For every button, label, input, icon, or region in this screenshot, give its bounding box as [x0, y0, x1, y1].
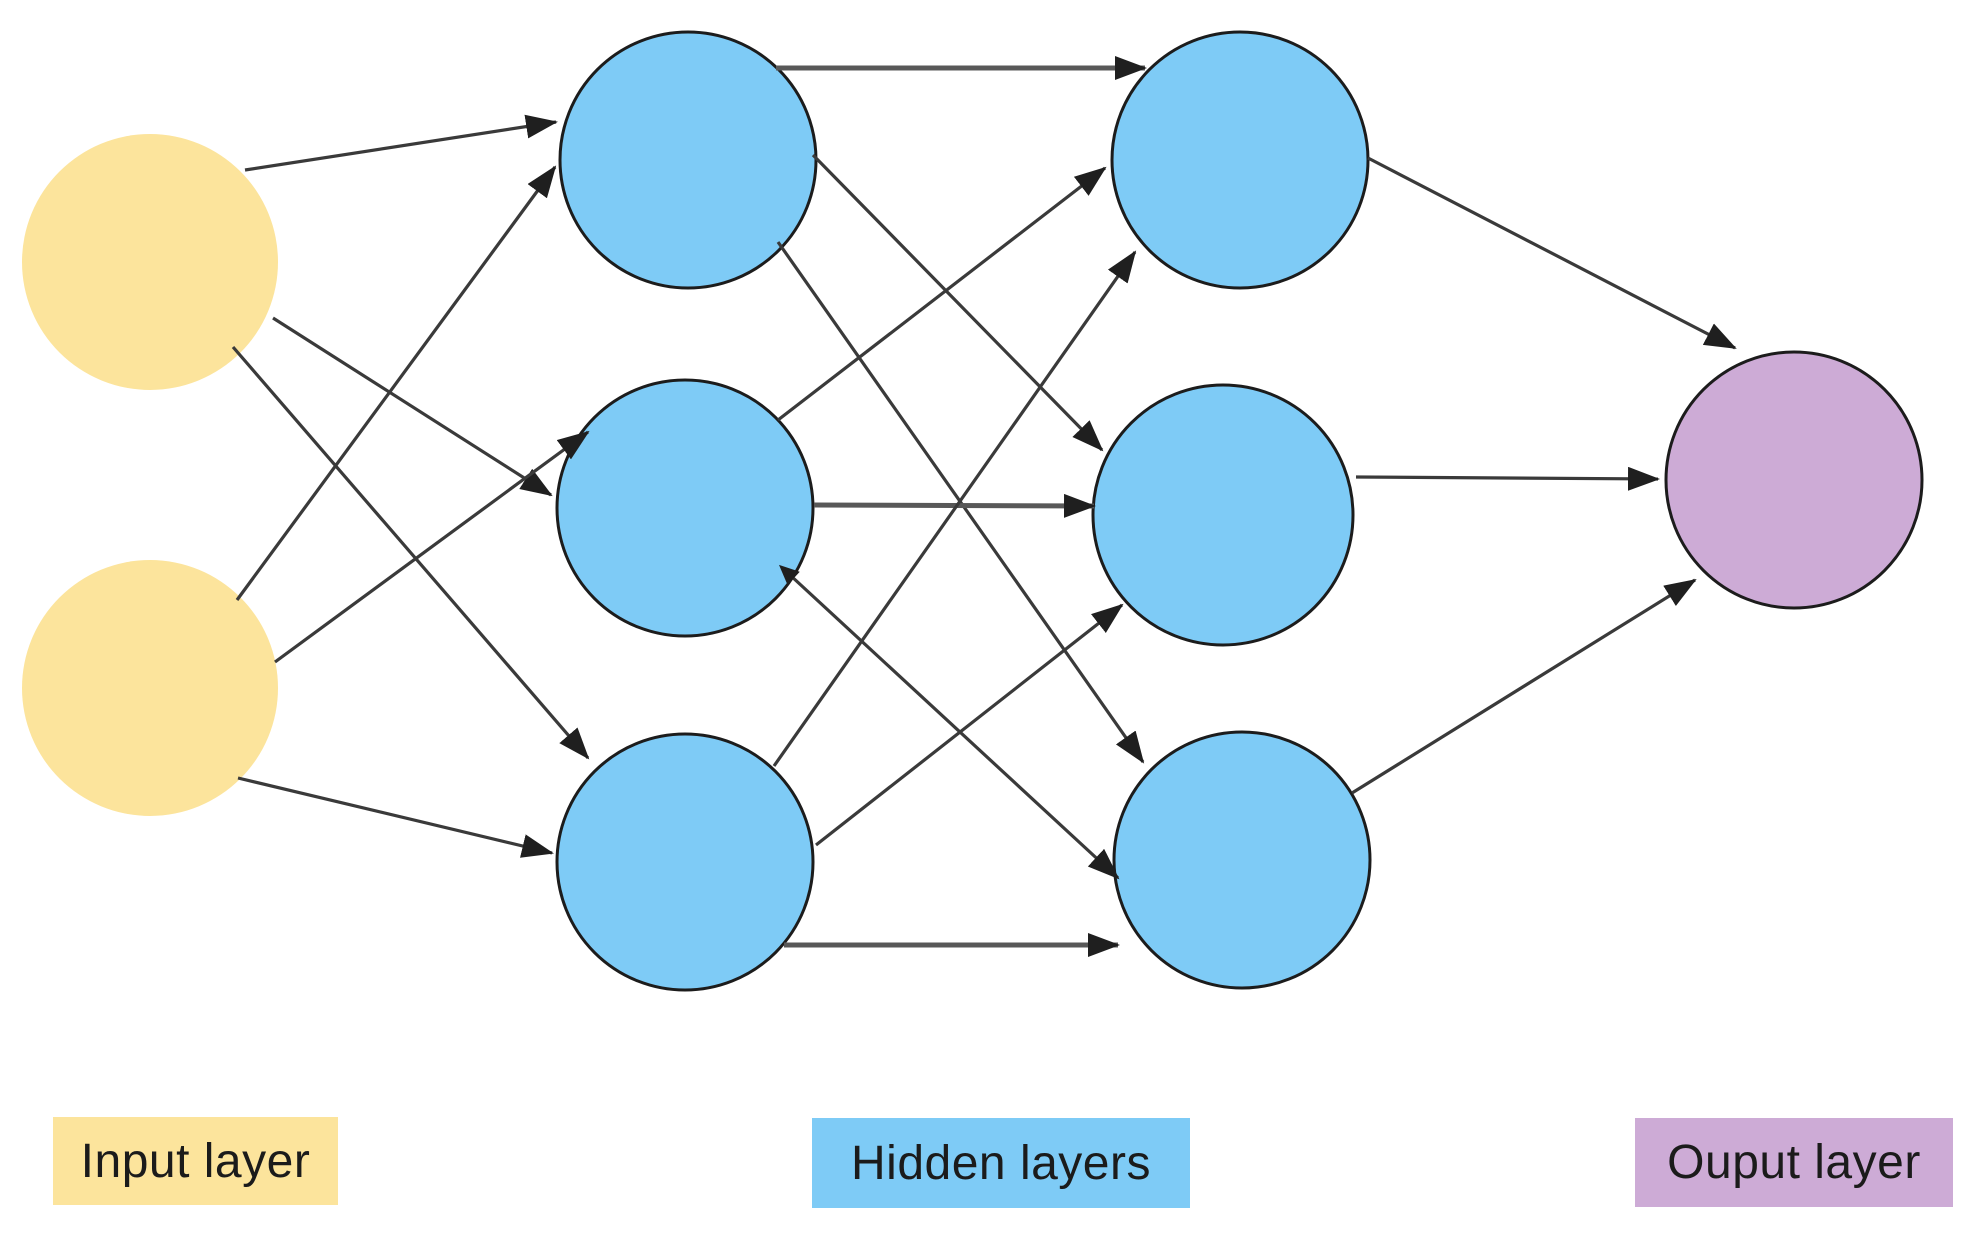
node-input-2	[22, 560, 278, 816]
node-hidden1-3	[555, 732, 815, 992]
node-hidden2-3	[1112, 730, 1372, 990]
label-input-layer: Input layer	[53, 1117, 338, 1205]
edge-i2-h1b	[274, 430, 590, 664]
edge-i1-h1c	[231, 345, 590, 760]
node-output-1	[1664, 350, 1924, 610]
edge-h1a-h2b	[811, 153, 1104, 452]
edge-h1c-h2a	[772, 250, 1137, 767]
edge-i1-h1b	[272, 316, 553, 497]
edge-h1b-h2a	[777, 166, 1107, 422]
label-output-layer: Ouput layer	[1635, 1118, 1953, 1207]
node-hidden1-2	[555, 378, 815, 638]
node-hidden2-2	[1091, 383, 1355, 647]
edge-h2b-o	[1355, 466, 1660, 491]
edge-h1c-h2b	[815, 603, 1124, 847]
nodes-group	[22, 30, 1924, 992]
edge-h1b-h2b	[813, 493, 1096, 518]
edges-group	[231, 56, 1737, 957]
edge-i2-h1c	[237, 776, 554, 858]
edge-h2c-o	[1351, 578, 1697, 795]
edge-h2a-o	[1367, 156, 1737, 350]
node-input-1	[22, 134, 278, 390]
edge-i1-h1a	[244, 114, 558, 172]
edge-h1b-h2c	[778, 564, 1120, 880]
node-hidden2-1	[1110, 30, 1370, 290]
edge-i2-h1a	[235, 165, 557, 601]
label-hidden-layers: Hidden layers	[812, 1118, 1190, 1208]
